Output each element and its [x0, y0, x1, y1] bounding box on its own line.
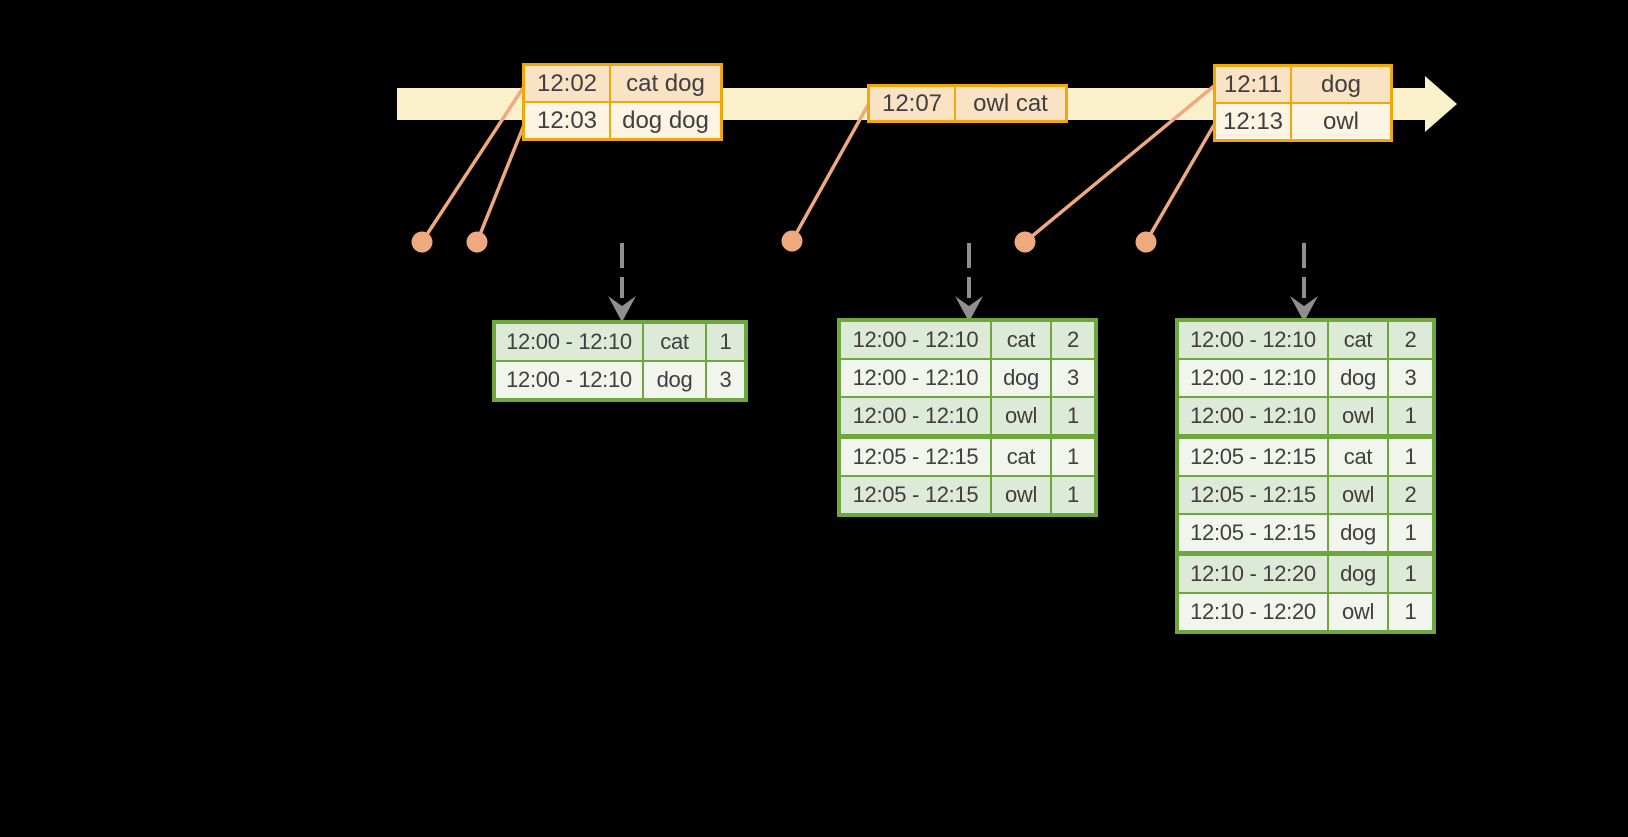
result-word-cell: owl: [992, 398, 1050, 434]
event-connector-line: [475, 124, 526, 243]
event-connector-line: [420, 87, 525, 243]
trigger-arrow-head-icon: [1290, 296, 1318, 322]
result-count-cell: 1: [1389, 439, 1432, 475]
result-word-cell: dog: [1329, 515, 1387, 551]
result-count-cell: 2: [1052, 322, 1094, 358]
result-word-cell: owl: [1329, 594, 1387, 630]
result-window-cell: 12:00 - 12:10: [1179, 360, 1327, 396]
result-window-cell: 12:00 - 12:10: [1179, 322, 1327, 358]
result-word-cell: dog: [992, 360, 1050, 396]
window-group-divider: [841, 436, 1094, 437]
result-table-2: 12:00 - 12:10 cat 2 12:00 - 12:10 dog 3 …: [837, 318, 1098, 517]
result-word-cell: owl: [1329, 477, 1387, 513]
event-time-cell: 12:11: [1216, 67, 1290, 102]
result-word-cell: cat: [1329, 439, 1387, 475]
result-table-1: 12:00 - 12:10 cat 1 12:00 - 12:10 dog 3: [492, 320, 748, 402]
event-connector-line: [1023, 84, 1216, 244]
result-count-cell: 1: [1052, 398, 1094, 434]
event-table-1: 12:02 cat dog 12:03 dog dog: [522, 63, 723, 141]
event-dot: [466, 231, 488, 253]
result-count-cell: 1: [1052, 439, 1094, 475]
event-table-2: 12:07 owl cat: [867, 84, 1068, 123]
event-time-cell: 12:03: [525, 103, 609, 138]
result-table-3: 12:00 - 12:10 cat 2 12:00 - 12:10 dog 3 …: [1175, 318, 1436, 634]
result-count-cell: 3: [707, 362, 744, 398]
result-window-cell: 12:00 - 12:10: [841, 322, 990, 358]
window-group-divider: [1179, 436, 1432, 437]
result-window-cell: 12:00 - 12:10: [841, 360, 990, 396]
result-window-cell: 12:00 - 12:10: [841, 398, 990, 434]
result-count-cell: 1: [1389, 556, 1432, 592]
result-window-cell: 12:00 - 12:10: [496, 362, 642, 398]
event-connector-line: [790, 104, 870, 242]
event-time-cell: 12:02: [525, 66, 609, 101]
result-count-cell: 1: [1389, 515, 1432, 551]
window-group-divider: [1179, 553, 1432, 554]
result-word-cell: cat: [644, 324, 705, 360]
event-time-cell: 12:07: [870, 87, 954, 120]
result-count-cell: 1: [1389, 398, 1432, 434]
event-dot: [781, 230, 803, 252]
event-table-3: 12:11 dog 12:13 owl: [1213, 64, 1393, 142]
result-count-cell: 1: [707, 324, 744, 360]
result-count-cell: 3: [1389, 360, 1432, 396]
result-window-cell: 12:00 - 12:10: [496, 324, 642, 360]
result-word-cell: dog: [644, 362, 705, 398]
result-word-cell: owl: [1329, 398, 1387, 434]
event-words-cell: dog: [1292, 67, 1390, 102]
result-word-cell: dog: [1329, 556, 1387, 592]
result-count-cell: 2: [1389, 477, 1432, 513]
result-window-cell: 12:05 - 12:15: [1179, 515, 1327, 551]
result-word-cell: cat: [992, 439, 1050, 475]
event-time-cell: 12:13: [1216, 104, 1290, 139]
event-words-cell: owl cat: [956, 87, 1065, 120]
timeline-arrowhead-icon: [1425, 76, 1457, 132]
result-window-cell: 12:10 - 12:20: [1179, 594, 1327, 630]
result-window-cell: 12:05 - 12:15: [1179, 477, 1327, 513]
result-word-cell: cat: [992, 322, 1050, 358]
event-dot: [1014, 231, 1036, 253]
result-window-cell: 12:05 - 12:15: [841, 477, 990, 513]
result-word-cell: dog: [1329, 360, 1387, 396]
trigger-arrow-head-icon: [608, 296, 636, 322]
event-dot: [1135, 231, 1157, 253]
result-word-cell: cat: [1329, 322, 1387, 358]
event-connector-line: [1144, 124, 1216, 243]
result-word-cell: owl: [992, 477, 1050, 513]
result-window-cell: 12:10 - 12:20: [1179, 556, 1327, 592]
result-count-cell: 2: [1389, 322, 1432, 358]
result-window-cell: 12:05 - 12:15: [841, 439, 990, 475]
event-words-cell: dog dog: [611, 103, 720, 138]
event-words-cell: cat dog: [611, 66, 720, 101]
result-count-cell: 1: [1389, 594, 1432, 630]
result-count-cell: 1: [1052, 477, 1094, 513]
result-count-cell: 3: [1052, 360, 1094, 396]
event-words-cell: owl: [1292, 104, 1390, 139]
result-window-cell: 12:00 - 12:10: [1179, 398, 1327, 434]
event-dot: [411, 231, 433, 253]
result-window-cell: 12:05 - 12:15: [1179, 439, 1327, 475]
trigger-arrow-head-icon: [955, 296, 983, 322]
